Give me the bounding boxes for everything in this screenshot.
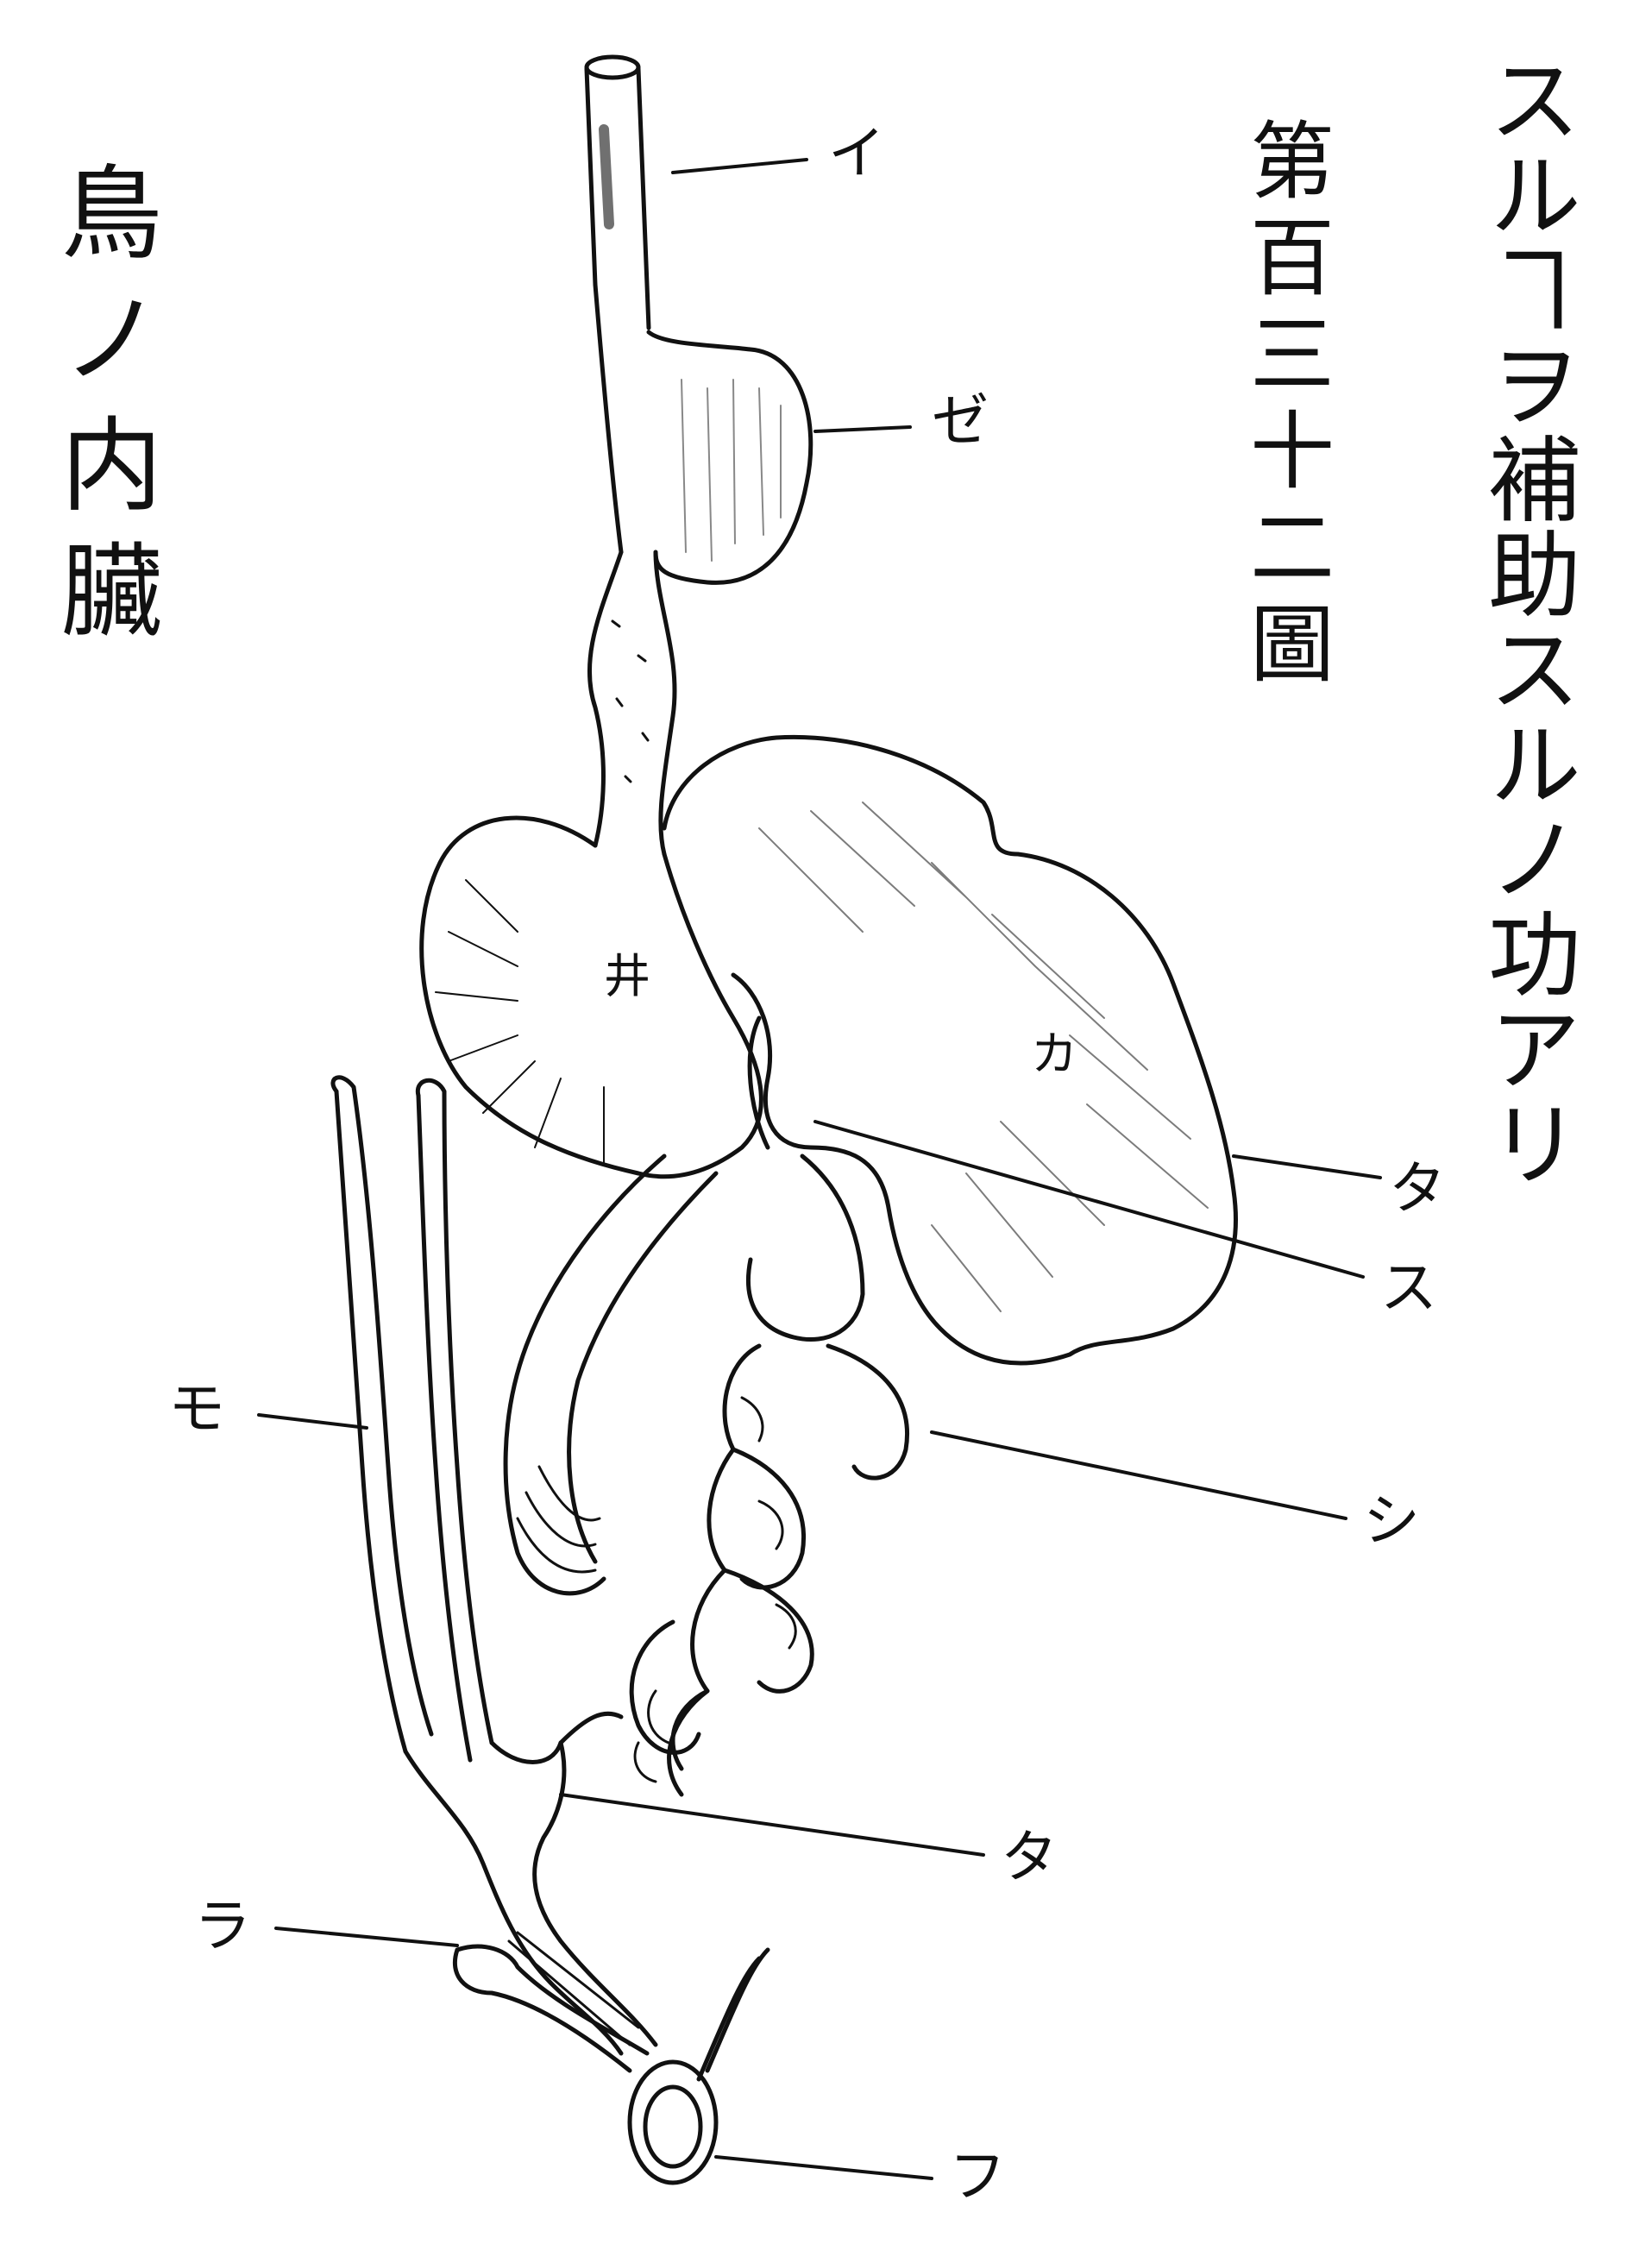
leader-lines: [259, 160, 1380, 2178]
label-ta-lower: タ: [1001, 1829, 1058, 1886]
leader-fu: [716, 2157, 932, 2178]
label-i: イ: [828, 125, 885, 182]
intestine-coils: [631, 1346, 907, 1795]
leader-ra: [276, 1928, 457, 1946]
caeca: [333, 1078, 492, 1760]
leader-shi: [932, 1432, 1346, 1518]
label-mo: モ: [168, 1380, 225, 1437]
label-ra: ラ: [194, 1898, 251, 1955]
leader-i: [673, 160, 807, 173]
label-ze: ゼ: [932, 393, 989, 449]
leader-ta-upper: [1234, 1156, 1380, 1178]
label-i-inner: 井: [604, 953, 650, 1000]
rectum: [405, 1713, 656, 2053]
label-fu: フ: [949, 2148, 1006, 2205]
leader-ta-lower: [561, 1795, 983, 1855]
label-shi: シ: [1363, 1493, 1420, 1550]
leader-ze: [815, 427, 910, 431]
label-ka: カ: [1031, 1031, 1077, 1078]
gizzard: [422, 818, 762, 1177]
label-su: ス: [1380, 1260, 1437, 1317]
cloaca: [455, 1933, 768, 2183]
leader-mo: [259, 1415, 367, 1428]
label-ta-upper: タ: [1389, 1160, 1446, 1217]
duodenum: [506, 1018, 863, 1594]
crop: [595, 285, 811, 582]
proventriculus: [589, 552, 675, 854]
